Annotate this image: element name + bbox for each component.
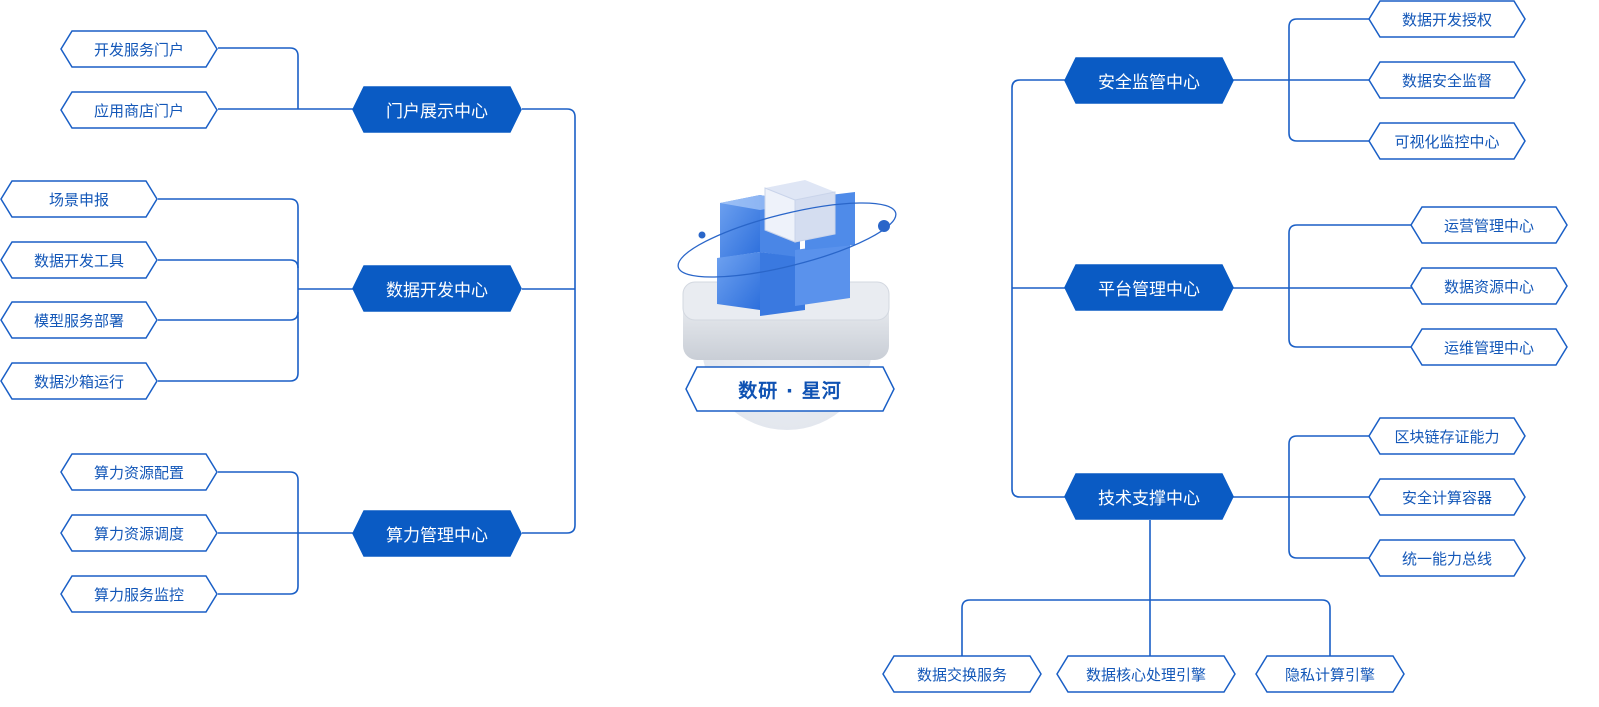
hub-security-label: 安全监管中心	[1098, 73, 1200, 93]
leaf-datadev-3-label: 数据沙箱运行	[33, 372, 124, 391]
leaf-platform-1[interactable]: 数据资源中心	[1410, 267, 1568, 305]
leaf-platform-2[interactable]: 运维管理中心	[1410, 328, 1568, 366]
leaf-portal-0[interactable]: 开发服务门户	[60, 30, 218, 68]
leaf-datadev-1[interactable]: 数据开发工具	[0, 241, 158, 279]
leaf-compute-2[interactable]: 算力服务监控	[60, 575, 218, 613]
leaf-security-1-label: 数据安全监督	[1401, 71, 1492, 90]
leaf-datadev-2[interactable]: 模型服务部署	[0, 301, 158, 339]
leaf-security-2-label: 可视化监控中心	[1394, 132, 1500, 151]
leaf-portal-1[interactable]: 应用商店门户	[60, 91, 218, 129]
hub-compute[interactable]: 算力管理中心	[352, 510, 522, 557]
hub-platform[interactable]: 平台管理中心	[1064, 264, 1234, 311]
leaf-tech-bottom-0-label: 数据交换服务	[916, 665, 1007, 684]
leaf-tech-0[interactable]: 区块链存证能力	[1368, 417, 1526, 455]
leaf-datadev-1-label: 数据开发工具	[33, 251, 124, 270]
leaf-datadev-0[interactable]: 场景申报	[0, 180, 158, 218]
center-node[interactable]: 数研 · 星河	[685, 366, 895, 412]
hub-datadev-label: 数据开发中心	[386, 281, 488, 301]
leaf-tech-bottom-2-label: 隐私计算引擎	[1284, 665, 1375, 684]
leaf-datadev-2-label: 模型服务部署	[33, 311, 124, 330]
leaf-tech-1[interactable]: 安全计算容器	[1368, 478, 1526, 516]
leaf-tech-1-label: 安全计算容器	[1401, 488, 1492, 507]
leaf-datadev-0-label: 场景申报	[48, 190, 109, 209]
leaf-security-0-label: 数据开发授权	[1401, 10, 1492, 29]
leaf-tech-0-label: 区块链存证能力	[1394, 427, 1500, 446]
leaf-platform-1-label: 数据资源中心	[1443, 277, 1534, 296]
center-title: 数研 · 星河	[738, 379, 842, 402]
leaf-platform-2-label: 运维管理中心	[1443, 338, 1534, 357]
leaf-platform-0-label: 运营管理中心	[1443, 216, 1534, 235]
hub-portal-label: 门户展示中心	[386, 102, 488, 122]
hub-tech[interactable]: 技术支撑中心	[1064, 473, 1234, 520]
leaf-tech-2-label: 统一能力总线	[1401, 549, 1492, 568]
hub-portal[interactable]: 门户展示中心	[352, 86, 522, 133]
leaf-security-2[interactable]: 可视化监控中心	[1368, 122, 1526, 160]
leaf-tech-bottom-1-label: 数据核心处理引擎	[1085, 665, 1206, 684]
leaf-compute-1-label: 算力资源调度	[93, 524, 184, 543]
leaf-tech-bottom-1[interactable]: 数据核心处理引擎	[1056, 655, 1236, 693]
leaf-datadev-3[interactable]: 数据沙箱运行	[0, 362, 158, 400]
leaf-security-0[interactable]: 数据开发授权	[1368, 0, 1526, 38]
leaf-tech-bottom-2[interactable]: 隐私计算引擎	[1255, 655, 1405, 693]
leaf-compute-0-label: 算力资源配置	[93, 463, 184, 482]
leaf-compute-1[interactable]: 算力资源调度	[60, 514, 218, 552]
leaf-platform-0[interactable]: 运营管理中心	[1410, 206, 1568, 244]
leaf-security-1[interactable]: 数据安全监督	[1368, 61, 1526, 99]
leaf-tech-2[interactable]: 统一能力总线	[1368, 539, 1526, 577]
hub-security[interactable]: 安全监管中心	[1064, 57, 1234, 104]
hub-compute-label: 算力管理中心	[386, 526, 488, 546]
leaf-tech-bottom-0[interactable]: 数据交换服务	[882, 655, 1042, 693]
leaf-portal-0-label: 开发服务门户	[93, 40, 184, 59]
leaf-compute-0[interactable]: 算力资源配置	[60, 453, 218, 491]
hub-platform-label: 平台管理中心	[1098, 280, 1200, 300]
leaf-compute-2-label: 算力服务监控	[93, 585, 184, 604]
hub-tech-label: 技术支撑中心	[1098, 489, 1200, 509]
hub-datadev[interactable]: 数据开发中心	[352, 265, 522, 312]
leaf-portal-1-label: 应用商店门户	[93, 101, 184, 120]
